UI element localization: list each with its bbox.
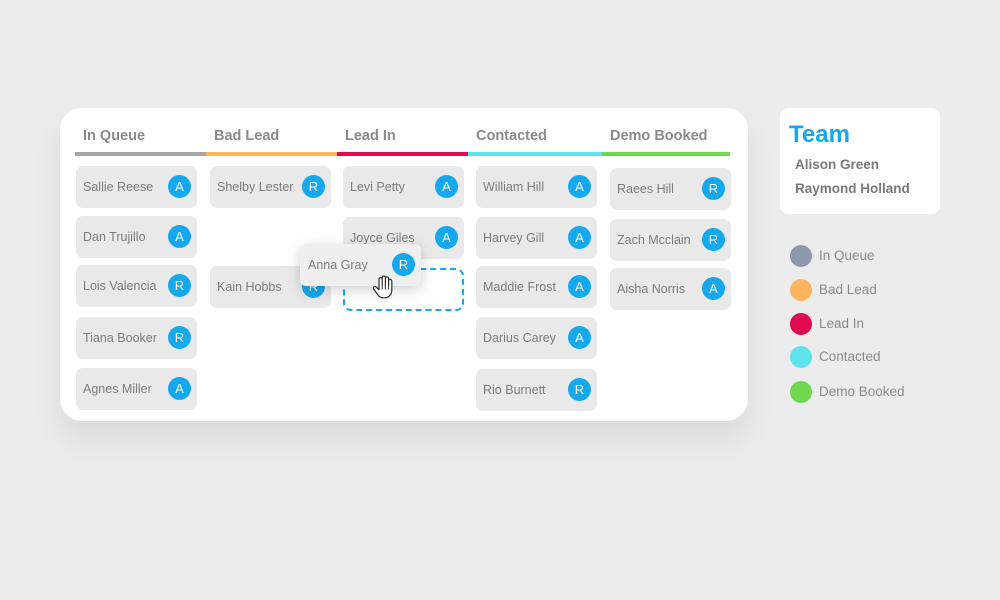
legend-label: In Queue — [819, 248, 875, 263]
legend-dot — [790, 381, 812, 403]
lead-name: Rio Burnett — [483, 383, 546, 397]
column-header-bad-lead: Bad Lead — [206, 108, 344, 156]
lead-name: Dan Trujillo — [83, 230, 146, 244]
legend-dot — [790, 313, 812, 335]
legend-label: Lead In — [819, 316, 865, 331]
assignee-badge[interactable]: A — [435, 175, 458, 198]
lead-card[interactable]: Tiana Booker R — [76, 317, 197, 359]
assignee-badge[interactable]: A — [435, 226, 458, 249]
lead-card[interactable]: Rio Burnett R — [476, 369, 597, 411]
lead-card[interactable]: Lois Valencia R — [76, 265, 197, 307]
legend-dot — [790, 279, 812, 301]
lead-name: Aisha Norris — [617, 282, 686, 296]
lead-card[interactable]: Maddie Frost A — [476, 266, 597, 308]
assignee-badge[interactable]: R — [302, 175, 325, 198]
lead-card[interactable]: Zach Mcclain R — [610, 219, 731, 261]
lead-name: Harvey Gill — [483, 231, 545, 245]
kanban-board: In Queue Sallie Reese A Dan Trujillo A L… — [60, 108, 748, 421]
lead-name: Zach Mcclain — [617, 233, 691, 247]
lead-name: Kain Hobbs — [217, 280, 282, 294]
assignee-badge[interactable]: A — [168, 377, 191, 400]
column-title: In Queue — [83, 128, 146, 144]
lead-name: Joyce Giles — [350, 231, 415, 245]
column-header-contacted: Contacted — [468, 108, 606, 156]
team-panel: Team Alison Green Raymond Holland — [780, 108, 940, 214]
legend-label: Demo Booked — [819, 384, 905, 399]
assignee-badge[interactable]: A — [568, 275, 591, 298]
lead-name: Shelby Lester — [217, 180, 294, 194]
lead-name: Agnes Miller — [83, 382, 152, 396]
assignee-badge[interactable]: R — [168, 326, 191, 349]
column-color-bar — [206, 152, 344, 156]
column-header-in-queue: In Queue — [75, 108, 210, 156]
legend-label: Bad Lead — [819, 282, 877, 297]
lead-name: Maddie Frost — [483, 280, 556, 294]
lead-card[interactable]: William Hill A — [476, 166, 597, 208]
assignee-badge[interactable]: R — [702, 228, 725, 251]
team-title: Team — [789, 121, 850, 148]
lead-name: Raees Hill — [617, 182, 674, 196]
assignee-badge[interactable]: R — [702, 177, 725, 200]
assignee-badge[interactable]: A — [168, 175, 191, 198]
column-color-bar — [468, 152, 606, 156]
team-member[interactable]: Raymond Holland — [795, 181, 910, 196]
lead-name: Tiana Booker — [83, 331, 157, 345]
lead-card[interactable]: Levi Petty A — [343, 166, 464, 208]
assignee-badge[interactable]: A — [568, 226, 591, 249]
lead-card[interactable]: Aisha Norris A — [610, 268, 731, 310]
lead-card[interactable]: Sallie Reese A — [76, 166, 197, 208]
column-header-demo-booked: Demo Booked — [602, 108, 730, 156]
column-color-bar — [337, 152, 475, 156]
lead-card[interactable]: Dan Trujillo A — [76, 216, 197, 258]
lead-card[interactable]: Shelby Lester R — [210, 166, 331, 208]
lead-name: William Hill — [483, 180, 545, 194]
column-color-bar — [75, 152, 210, 156]
legend-dot — [790, 346, 812, 368]
grab-hand-icon — [372, 275, 393, 299]
lead-name: Levi Petty — [350, 180, 405, 194]
column-title: Contacted — [476, 128, 547, 144]
dragged-lead-card[interactable]: Anna Gray R — [300, 244, 421, 286]
team-member[interactable]: Alison Green — [795, 157, 880, 172]
assignee-badge[interactable]: A — [168, 225, 191, 248]
assignee-badge[interactable]: R — [168, 274, 191, 297]
lead-card[interactable]: Harvey Gill A — [476, 217, 597, 259]
lead-card[interactable]: Darius Carey A — [476, 317, 597, 359]
column-title: Lead In — [345, 128, 396, 144]
lead-name: Lois Valencia — [83, 279, 157, 293]
legend-dot — [790, 245, 812, 267]
lead-card[interactable]: Agnes Miller A — [76, 368, 197, 410]
column-title: Bad Lead — [214, 128, 280, 144]
assignee-badge[interactable]: A — [568, 175, 591, 198]
lead-name: Darius Carey — [483, 331, 556, 345]
lead-card[interactable]: Raees Hill R — [610, 168, 731, 210]
column-header-lead-in: Lead In — [337, 108, 475, 156]
legend-label: Contacted — [819, 349, 881, 364]
assignee-badge[interactable]: A — [568, 326, 591, 349]
assignee-badge[interactable]: R — [392, 253, 415, 276]
assignee-badge[interactable]: A — [702, 277, 725, 300]
assignee-badge[interactable]: R — [568, 378, 591, 401]
column-title: Demo Booked — [610, 128, 708, 144]
lead-name: Anna Gray — [308, 258, 368, 272]
lead-name: Sallie Reese — [83, 180, 154, 194]
column-color-bar — [602, 152, 730, 156]
